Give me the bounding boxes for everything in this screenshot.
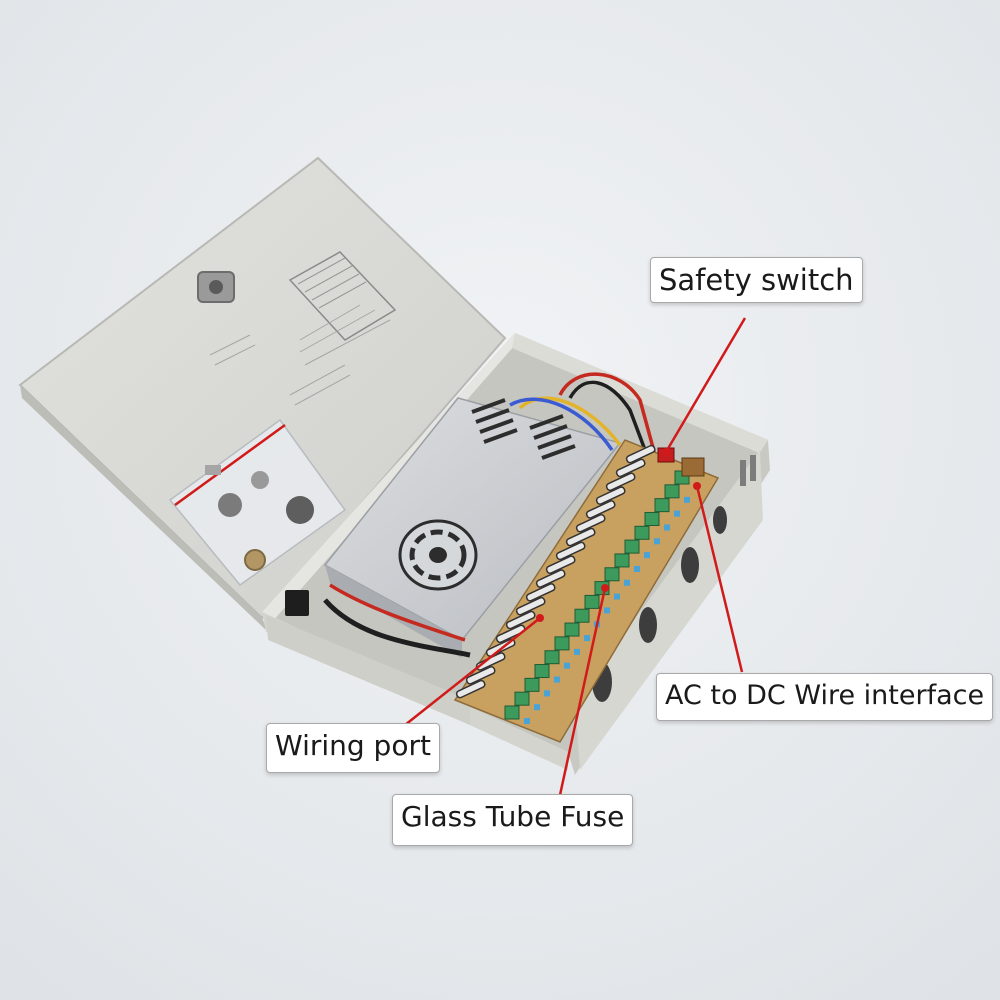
fan-icon	[398, 519, 478, 591]
fuse	[495, 624, 526, 644]
terminal-block	[574, 608, 590, 623]
terminal-block	[634, 525, 650, 540]
fuse	[555, 541, 586, 561]
indicator	[534, 704, 540, 711]
leader-lines	[404, 317, 747, 796]
fuse	[605, 472, 636, 492]
ac-dc-connector	[681, 457, 705, 477]
fuse	[525, 583, 556, 602]
callout-glass-tube-fuse: Glass Tube Fuse	[392, 794, 634, 846]
leader-fuse	[558, 587, 607, 796]
fuse	[615, 458, 646, 478]
accessory-bag	[168, 418, 347, 587]
fuse	[465, 666, 496, 685]
indicator	[634, 565, 640, 572]
terminal-blocks	[504, 470, 700, 724]
terminal-block	[524, 677, 540, 692]
terminal-block	[584, 594, 600, 609]
indicator	[674, 510, 680, 517]
indicator	[664, 524, 670, 531]
indicator	[684, 496, 690, 503]
leader-wiring-port	[404, 617, 541, 726]
terminal-block	[604, 567, 620, 582]
terminal-block	[654, 498, 670, 513]
terminal-block	[624, 539, 640, 554]
fuse	[575, 513, 606, 533]
terminal-block	[504, 705, 520, 720]
fuse	[535, 569, 566, 588]
callout-safety-switch: Safety switch	[650, 257, 863, 303]
terminal-block	[554, 636, 570, 651]
indicator	[644, 552, 650, 559]
leader-ac-dc	[695, 485, 744, 673]
fuse	[585, 500, 616, 519]
glass-tube-fuses	[455, 444, 656, 699]
power-inlet	[285, 590, 309, 616]
fuse	[625, 444, 656, 464]
terminal-block	[514, 691, 530, 706]
terminal-block	[544, 650, 560, 665]
fuse	[455, 679, 486, 699]
indicator	[604, 607, 610, 614]
fuse	[595, 486, 626, 505]
indicator	[544, 690, 550, 697]
indicator	[564, 662, 570, 669]
fuse	[565, 527, 596, 547]
fuse	[515, 596, 546, 616]
callout-ac-dc-wire-interface: AC to DC Wire interface	[656, 673, 994, 721]
indicator	[654, 538, 660, 545]
indicator	[614, 593, 620, 600]
lid	[18, 156, 507, 632]
terminal-block	[564, 622, 580, 637]
indicator	[574, 648, 580, 655]
callout-wiring-port: Wiring port	[266, 723, 440, 773]
wires	[323, 372, 657, 658]
fuse	[545, 555, 576, 574]
terminal-block	[534, 664, 550, 679]
distribution-board	[453, 439, 720, 743]
indicator	[524, 718, 530, 724]
wiring-diagram-label	[209, 251, 397, 406]
terminal-block	[664, 484, 680, 499]
fuse	[505, 610, 536, 630]
indicator	[624, 579, 630, 586]
indicator	[554, 676, 560, 683]
terminal-block	[614, 553, 630, 568]
power-supply-unit	[323, 397, 622, 658]
terminal-block	[644, 511, 660, 526]
leader-safety-switch	[664, 317, 747, 453]
indicator	[584, 635, 590, 642]
